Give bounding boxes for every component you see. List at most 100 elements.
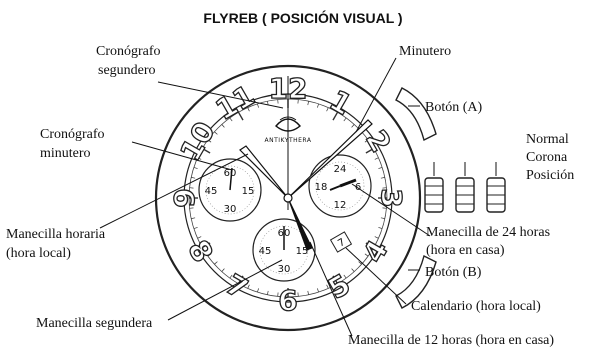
- minute-tick: [247, 284, 250, 289]
- bezel-numeral-5: 5: [323, 268, 356, 306]
- minute-tick: [374, 157, 379, 160]
- date-window-value: 7: [336, 237, 347, 250]
- minute-tick: [364, 253, 369, 257]
- minute-tick: [197, 157, 202, 160]
- label-crono-minutero-1: Cronógrafo: [40, 127, 105, 142]
- leader-calendario: [345, 247, 407, 305]
- subdial-left-hand: [229, 167, 233, 191]
- push-button-b[interactable]: [395, 254, 437, 309]
- minute-tick: [364, 139, 369, 143]
- minute-tick: [257, 288, 259, 293]
- minute-tick: [191, 177, 196, 179]
- leader-manecilla-12: [309, 241, 353, 337]
- label-corona: Corona: [526, 150, 568, 165]
- minute-tick: [307, 101, 309, 106]
- label-crono-segundero-2: segundero: [98, 63, 156, 78]
- leader-manecilla-24: [351, 183, 431, 237]
- bezel-numeral-3: 3: [375, 188, 408, 207]
- subdial-bottom-45: 45: [259, 246, 272, 257]
- subdial-left-15: 15: [242, 186, 255, 197]
- crown-positions: [424, 162, 506, 213]
- minute-tick: [193, 167, 198, 169]
- hands-pinion: [283, 193, 293, 203]
- minute-tick: [237, 111, 244, 121]
- push-button-a[interactable]: [395, 87, 437, 142]
- minute-tick: [332, 275, 339, 285]
- crown-normal[interactable]: [424, 177, 444, 213]
- minute-tick: [207, 139, 212, 143]
- label-posicion: Posición: [526, 168, 574, 183]
- minute-tick: [221, 124, 225, 128]
- minute-tick: [380, 217, 385, 219]
- main-hands: [239, 76, 373, 251]
- subdial-left: 60 15 30 45: [198, 158, 262, 222]
- crown-corona[interactable]: [455, 177, 475, 213]
- subdial-right-inner: [315, 161, 365, 211]
- label-minutero: Minutero: [399, 44, 451, 59]
- minute-tick: [207, 253, 212, 257]
- minute-tick: [378, 167, 383, 169]
- minute-tick: [307, 290, 309, 295]
- label-manecilla-horaria-2: (hora local): [6, 246, 71, 261]
- hour-hand: [239, 145, 289, 199]
- minute-tick: [343, 117, 347, 122]
- leader-manecilla-horaria: [99, 153, 249, 229]
- subdial-right-hand-tail: [329, 185, 341, 191]
- minute-tick: [332, 111, 339, 121]
- minute-tick: [197, 236, 202, 239]
- minute-tick: [229, 274, 233, 279]
- leader-crono-minutero: [131, 141, 233, 171]
- leader-minutero: [355, 57, 397, 133]
- subdial-left-60: 60: [224, 168, 237, 179]
- leader-crono-segundero: [157, 81, 284, 109]
- minute-tick: [214, 131, 218, 135]
- subdial-bottom-30: 30: [278, 264, 291, 275]
- minute-tick: [191, 217, 196, 219]
- labels: Cronógrafo segundero Minutero Botón (A) …: [6, 44, 574, 348]
- bezel-numeral-6: 6: [278, 284, 297, 317]
- minute-tick: [365, 147, 375, 154]
- subdial-right-hand: [339, 178, 357, 188]
- label-boton-b: Botón (B): [425, 265, 482, 280]
- label-normal: Normal: [526, 132, 569, 147]
- subdial-left-45: 45: [205, 186, 218, 197]
- date-window-frame: [329, 231, 353, 253]
- minute-tick: [221, 268, 225, 272]
- label-crono-minutero-2: minutero: [40, 146, 91, 161]
- label-manecilla-24-2: (hora en casa): [426, 243, 505, 258]
- crown-posicion[interactable]: [486, 177, 506, 213]
- minute-tick: [351, 268, 355, 272]
- diagram-title: FLYREB ( POSICIÓN VISUAL ): [203, 9, 402, 26]
- subdial-bottom: 60 15 30 45: [252, 218, 316, 282]
- minute-tick: [229, 117, 233, 122]
- subdial-right-18: 18: [315, 182, 328, 193]
- label-manecilla-segundera: Manecilla segundera: [36, 316, 153, 331]
- minute-tick: [380, 177, 385, 179]
- subdial-right-12: 12: [334, 200, 347, 211]
- subdial-left-30: 30: [224, 204, 237, 215]
- minute-tick: [214, 261, 218, 265]
- minute-tick: [351, 124, 355, 128]
- minute-tick: [365, 242, 375, 249]
- minute-tick: [317, 288, 319, 293]
- twelve-hour-hand: [287, 197, 313, 251]
- label-crono-segundero-1: Cronógrafo: [96, 44, 161, 59]
- leader-lines: [99, 57, 431, 337]
- minute-tick: [343, 274, 347, 279]
- logo-mark-icon: [275, 118, 301, 132]
- date-window: 7: [329, 231, 353, 253]
- label-calendario: Calendario (hora local): [411, 299, 541, 314]
- minute-tick: [326, 107, 329, 112]
- minute-tick: [201, 242, 211, 249]
- minute-tick: [247, 107, 250, 112]
- minute-tick: [378, 227, 383, 229]
- subdial-bottom-15: 15: [296, 246, 309, 257]
- minute-hand: [287, 119, 373, 199]
- subdial-right-24: 24: [334, 164, 347, 175]
- minute-tick: [317, 103, 319, 108]
- bezel-numeral-9: 9: [168, 188, 201, 207]
- leader-manecilla-segundera: [167, 259, 283, 321]
- case-outer-ring: [154, 64, 422, 332]
- label-boton-a: Botón (A): [425, 100, 483, 115]
